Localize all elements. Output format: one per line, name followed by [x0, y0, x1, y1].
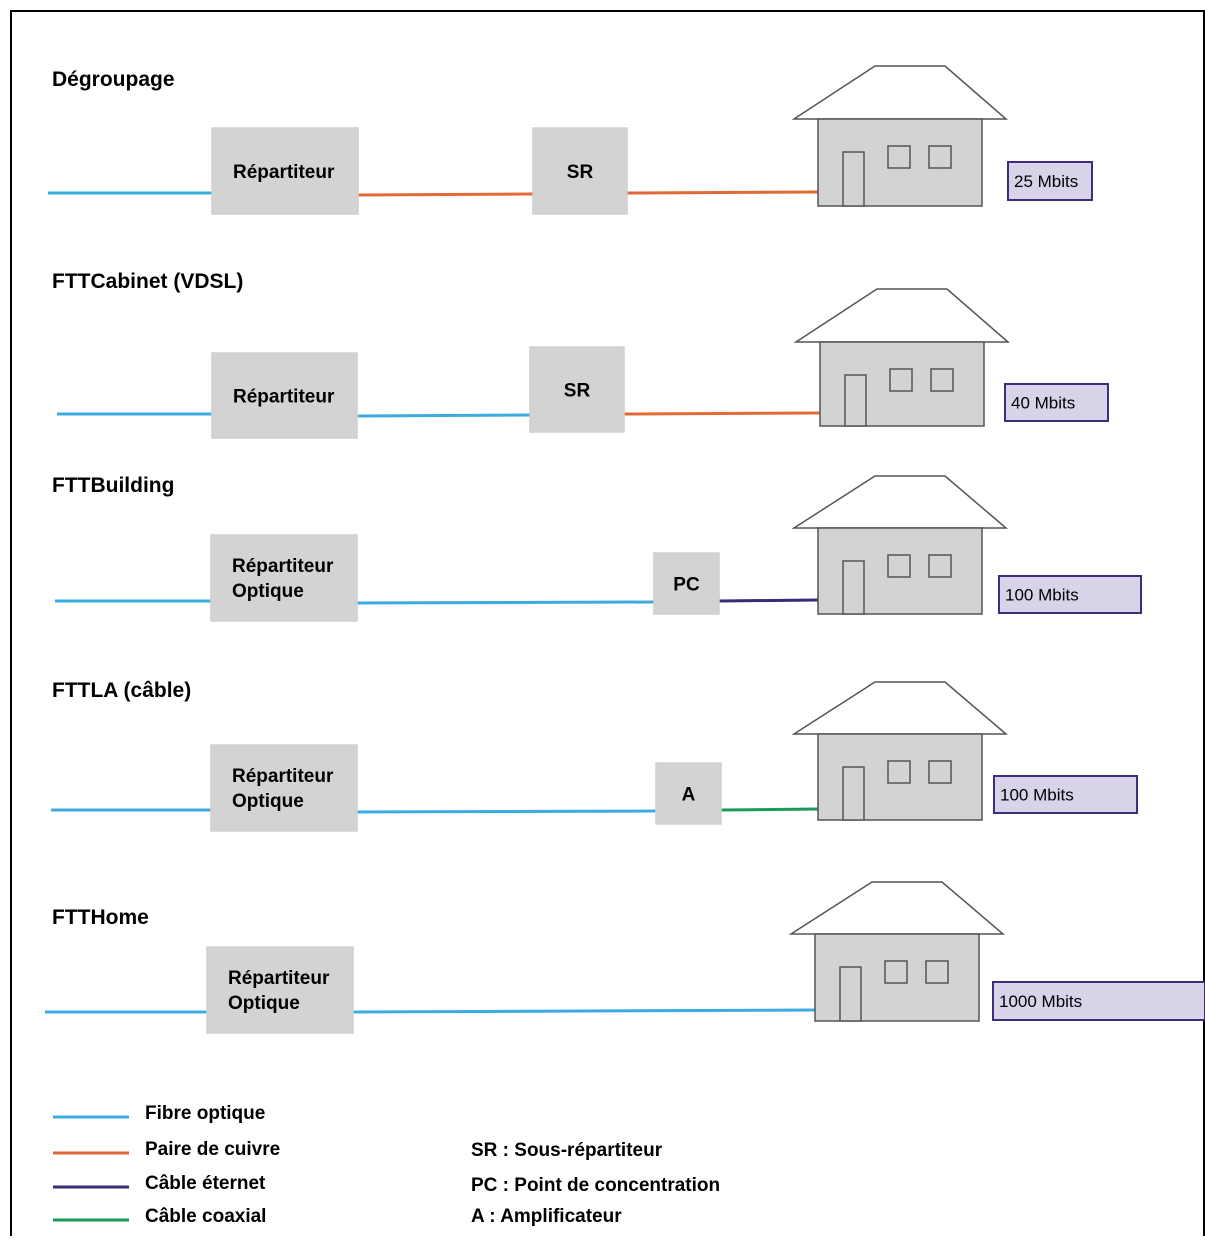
house-icon [791, 475, 1009, 615]
house-window [928, 760, 952, 784]
node-box [655, 762, 722, 825]
house-roof [791, 681, 1009, 735]
speed-label: 1000 Mbits [999, 992, 1082, 1011]
ethernet-line [718, 598, 819, 603]
house-roof [791, 475, 1009, 529]
house-door [842, 151, 865, 207]
node-box [532, 127, 628, 215]
copper-line [626, 190, 819, 195]
repartiteur-label-2: Optique [232, 581, 304, 602]
repartiteur-box [210, 534, 358, 622]
legend-label: Câble coaxial [145, 1206, 266, 1227]
row-title: FTTBuilding [52, 474, 174, 497]
node-label: PC [673, 575, 700, 596]
row-title: FTTLA (câble) [52, 679, 191, 702]
node-label: A [682, 785, 696, 806]
house-window [887, 760, 911, 784]
frame-border [10, 10, 1205, 1236]
house-icon [788, 881, 1006, 1022]
house-roof [788, 881, 1006, 935]
house-window [930, 368, 954, 392]
repartiteur-box [211, 352, 358, 439]
abbreviation-label: SR : Sous-répartiteur [471, 1140, 663, 1161]
legend-label: Câble éternet [145, 1173, 266, 1194]
speed-box [992, 981, 1205, 1021]
speed-box [993, 775, 1138, 814]
fibre-line [356, 413, 531, 418]
house-roof [793, 288, 1011, 343]
node-box [529, 346, 625, 433]
row-title: FTTHome [52, 906, 149, 929]
speed-label: 40 Mbits [1011, 394, 1075, 413]
house-window [928, 554, 952, 578]
row-title: FTTCabinet (VDSL) [52, 270, 243, 293]
speed-box [1004, 383, 1109, 422]
scheme-row: FTTCabinet (VDSL) Répartiteur SR 40 Mbits [52, 270, 1109, 439]
house-roof [791, 65, 1009, 120]
copper-line [357, 192, 534, 197]
node-label: SR [564, 381, 591, 402]
legend-label: Fibre optique [145, 1103, 265, 1124]
house-door [839, 966, 862, 1022]
house-window [884, 960, 908, 984]
coax-line [720, 807, 819, 812]
repartiteur-box [210, 744, 358, 832]
fibre-line [356, 809, 657, 814]
fibre-line [356, 600, 655, 605]
abbreviation-label: A : Amplificateur [471, 1206, 622, 1227]
speed-label: 25 Mbits [1014, 172, 1078, 191]
house-door [842, 560, 865, 615]
row-title: Dégroupage [52, 68, 175, 91]
speed-box [998, 575, 1142, 614]
house-icon [791, 681, 1009, 821]
speed-label: 100 Mbits [1005, 586, 1079, 605]
repartiteur-label: Répartiteur [233, 162, 335, 183]
repartiteur-box [211, 127, 359, 215]
repartiteur-box [206, 946, 354, 1034]
node-box [653, 552, 720, 615]
house-window [925, 960, 949, 984]
repartiteur-label: Répartiteur [232, 766, 334, 787]
abbreviation-label: PC : Point de concentration [471, 1175, 720, 1196]
house-icon [793, 288, 1011, 427]
house-door [844, 374, 867, 427]
copper-line [623, 411, 821, 416]
house-door [842, 766, 865, 821]
speed-box [1007, 161, 1093, 201]
repartiteur-label: Répartiteur [233, 387, 335, 408]
house-icon [791, 65, 1009, 207]
node-label: SR [567, 162, 594, 183]
repartiteur-label: Répartiteur [232, 556, 334, 577]
fibre-line [352, 1008, 816, 1014]
house-window [887, 554, 911, 578]
repartiteur-label: Répartiteur [228, 968, 330, 989]
house-window [928, 145, 952, 169]
house-window [889, 368, 913, 392]
repartiteur-label-2: Optique [228, 993, 300, 1014]
speed-label: 100 Mbits [1000, 786, 1074, 805]
legend-label: Paire de cuivre [145, 1139, 280, 1160]
house-window [887, 145, 911, 169]
repartiteur-label-2: Optique [232, 791, 304, 812]
